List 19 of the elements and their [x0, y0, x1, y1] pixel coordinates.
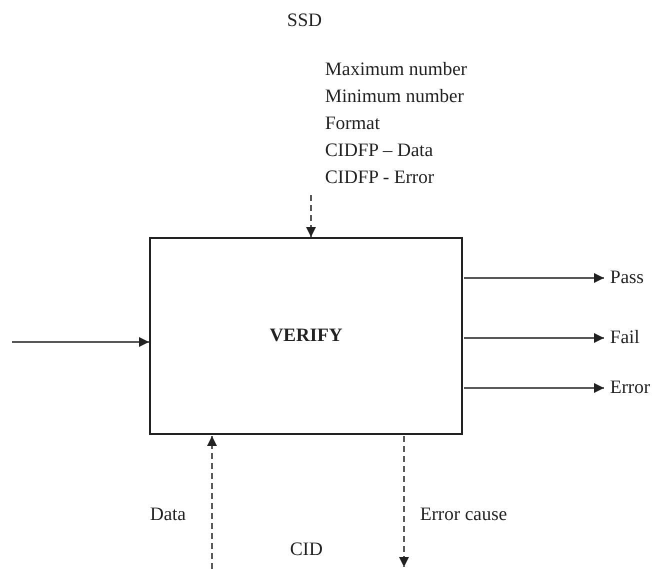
output-label: Error [610, 376, 666, 400]
dashed-arrow [306, 195, 316, 237]
data-store-label: SSD [287, 11, 322, 30]
input-item-label: CIDFP – Data [325, 141, 434, 160]
dashed-arrow [207, 436, 217, 569]
arrow [464, 383, 604, 393]
input-item-label: CIDFP - Error [325, 168, 434, 187]
arrow [12, 337, 149, 347]
process-label: VERIFY [270, 325, 342, 347]
input-item-label: Maximum number [325, 60, 467, 79]
output-label: Fail [610, 326, 650, 350]
output-label: Pass [610, 266, 660, 290]
dashed-arrow [399, 436, 409, 567]
arrow [464, 333, 604, 343]
input-item-label: Minimum number [325, 87, 464, 106]
process-box [149, 237, 463, 435]
input-item-label: Format [325, 114, 380, 133]
arrow [464, 273, 604, 283]
data-store-label: CID [290, 540, 323, 559]
